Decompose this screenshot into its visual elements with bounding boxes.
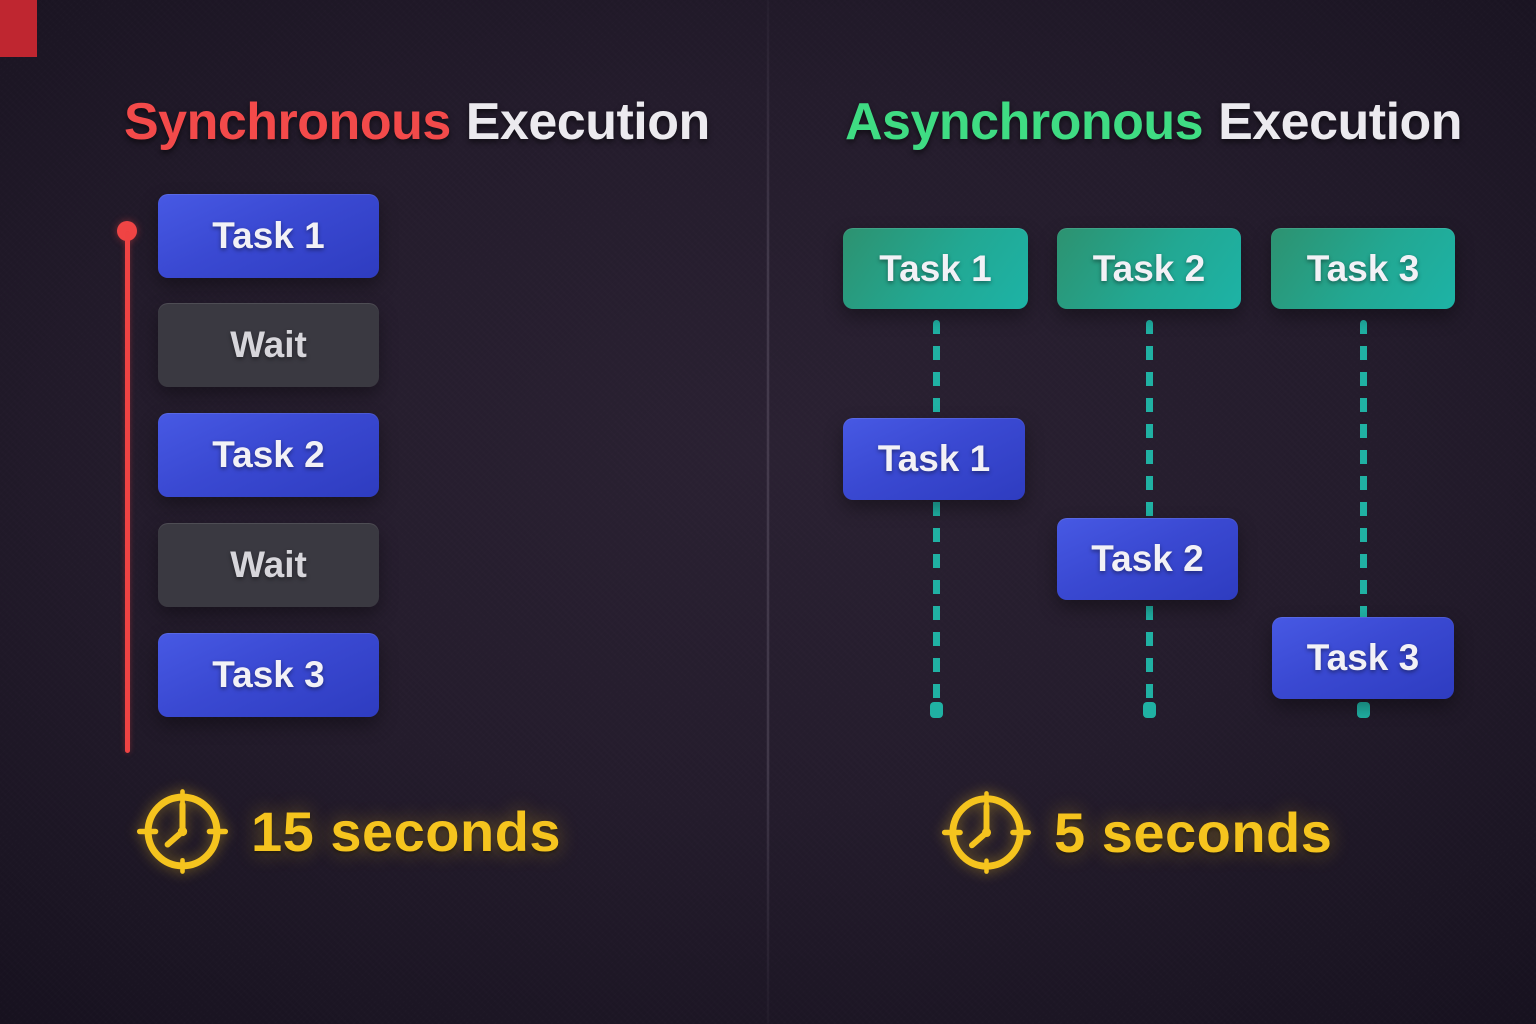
clock-icon [941, 791, 1032, 874]
completion-dash-line [1360, 320, 1367, 702]
async-timer: 5 seconds [941, 787, 1332, 878]
async-task-box: Task 1 [843, 418, 1025, 500]
dash-end-cap [930, 702, 943, 718]
dash-end-cap [1143, 702, 1156, 718]
sync-wait-box: Wait [158, 303, 379, 387]
panel-divider [767, 0, 769, 1024]
sync-task-box: Task 2 [158, 413, 379, 497]
wait-label: Wait [230, 324, 307, 365]
async-title-rest: Execution [1218, 93, 1463, 151]
task-label: Task 3 [1306, 247, 1420, 289]
async-title-highlight: Asynchronous [845, 93, 1204, 151]
corner-marker [0, 0, 37, 57]
async-start-box: Task 3 [1271, 228, 1455, 309]
task-label: Task 1 [212, 215, 325, 256]
sync-duration-label: 15 seconds [251, 799, 562, 863]
completion-dash-line [933, 320, 940, 702]
task-label: Task 3 [212, 654, 325, 695]
sync-task-box: Task 1 [158, 194, 379, 278]
task-label: Task 1 [877, 438, 991, 479]
sync-wait-box: Wait [158, 523, 379, 607]
dash-end-cap [1357, 702, 1370, 718]
sync-title-highlight: Synchronous [124, 93, 451, 151]
wait-label: Wait [230, 544, 307, 585]
sync-task-box: Task 3 [158, 633, 379, 717]
sync-timer: 15 seconds [136, 785, 561, 878]
task-label: Task 2 [212, 434, 325, 475]
clock-icon [136, 789, 229, 874]
async-task-box: Task 2 [1057, 518, 1238, 600]
async-duration-label: 5 seconds [1054, 800, 1333, 864]
task-label: Task 2 [1092, 247, 1206, 289]
sync-title-rest: Execution [465, 93, 711, 151]
task-label: Task 1 [879, 247, 992, 289]
async-task-box: Task 3 [1272, 617, 1454, 699]
timeline-line [125, 231, 130, 753]
async-start-box: Task 1 [843, 228, 1028, 309]
completion-dash-line [1146, 320, 1153, 702]
task-label: Task 2 [1091, 538, 1204, 579]
task-label: Task 3 [1306, 637, 1420, 678]
async-start-box: Task 2 [1057, 228, 1241, 309]
